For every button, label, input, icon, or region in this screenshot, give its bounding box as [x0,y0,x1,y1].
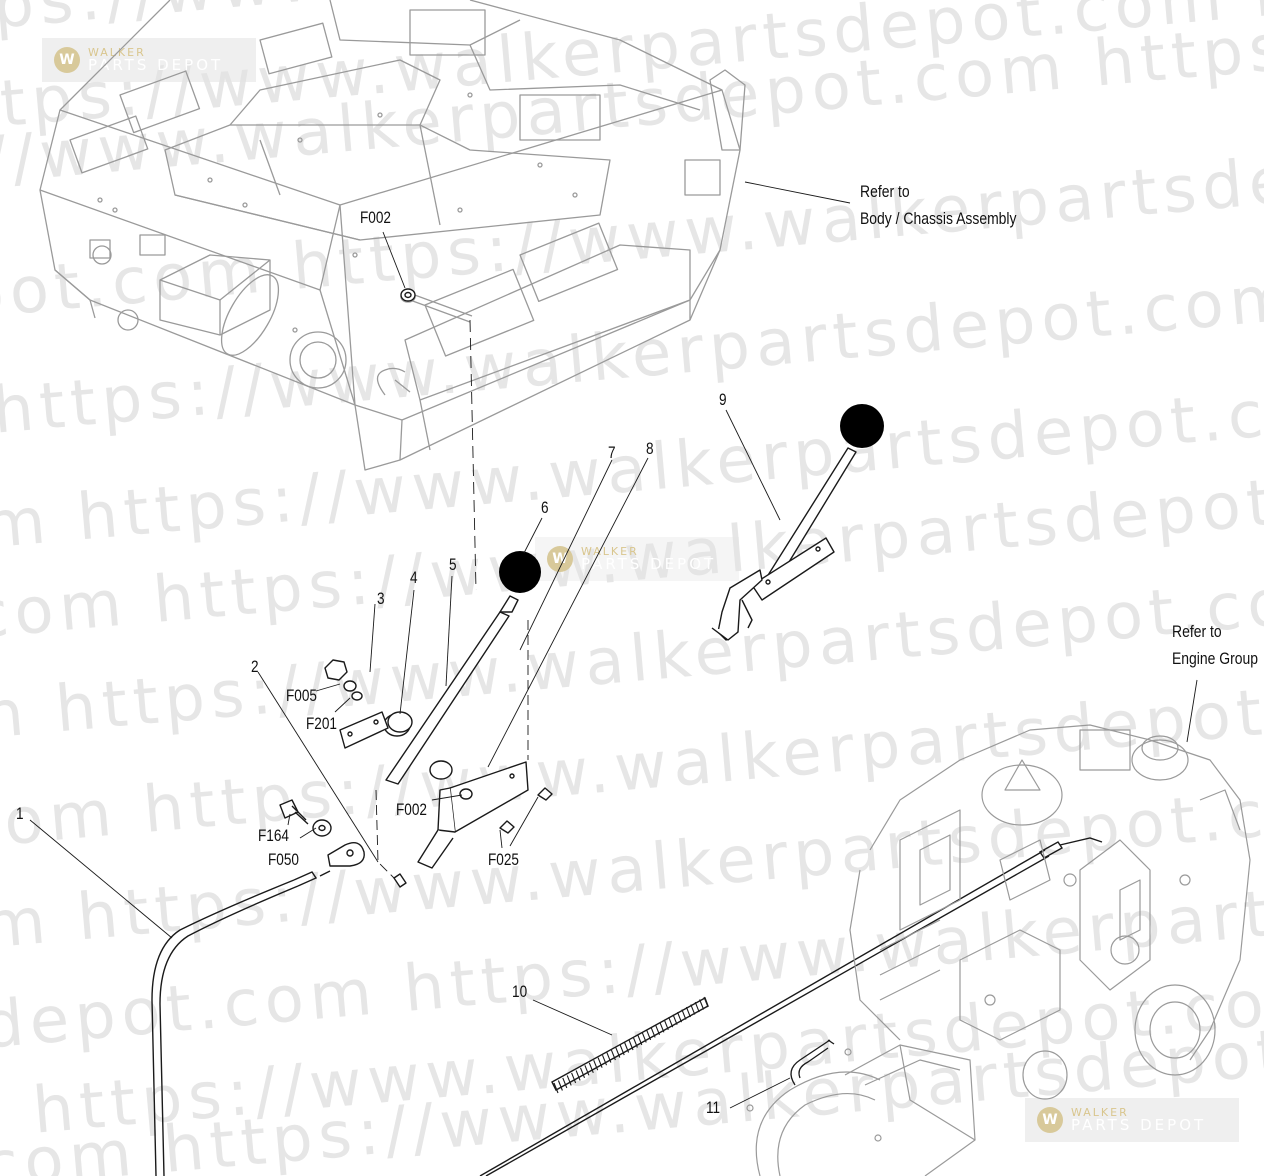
logo-line2: PARTS DEPOT [581,555,717,573]
note-line: Engine Group [1172,649,1259,668]
body-chassis-reference: Refer to Body / Chassis Assembly [860,178,1017,232]
callout-11: 11 [706,1098,721,1117]
assembled-lever [711,447,857,641]
callout-f002: F002 [396,800,427,819]
bushing-f002-top [400,288,416,302]
watermark-logo: W WALKER PARTS DEPOT [535,537,739,581]
watermark-logo: W WALKER PARTS DEPOT [42,38,256,82]
callout-1: 1 [16,804,24,823]
callout-f025: F025 [488,850,519,869]
callout-7: 7 [608,443,616,462]
note-line: Body / Chassis Assembly [860,209,1017,228]
callout-f201: F201 [306,714,337,733]
body-chassis-assembly [39,0,746,471]
callout-8: 8 [646,439,654,458]
engine-group-reference: Refer to Engine Group [1172,618,1258,672]
lever-assembly [279,595,553,888]
hitch-pin-clip [790,1039,835,1086]
note-line: Refer to [1172,622,1222,641]
callout-f005: F005 [286,686,317,705]
note-line: Refer to [860,182,910,201]
spring [551,996,709,1094]
callout-2: 2 [251,657,259,676]
logo-line2: PARTS DEPOT [88,56,224,74]
logo-line2: PARTS DEPOT [1071,1116,1207,1134]
callout-3: 3 [377,589,385,608]
callout-6: 6 [541,498,549,517]
engine-group [746,724,1251,1176]
callout-f164: F164 [258,826,289,845]
callout-4: 4 [410,568,418,587]
callout-5: 5 [449,555,457,574]
lever-knob [499,551,541,593]
callout-10: 10 [512,982,528,1001]
walker-logo-icon: W [54,47,80,73]
callout-9: 9 [719,390,727,409]
logo-line1: WALKER [581,545,639,558]
leader-lines [29,181,1198,1109]
watermark-logo: W WALKER PARTS DEPOT [1025,1098,1239,1142]
callout-f050: F050 [268,850,299,869]
walker-logo-icon: W [1037,1107,1063,1133]
logo-line1: WALKER [88,46,146,59]
lever-knob [840,404,884,448]
logo-line1: WALKER [1071,1106,1129,1119]
callout-f002: F002 [360,208,391,227]
